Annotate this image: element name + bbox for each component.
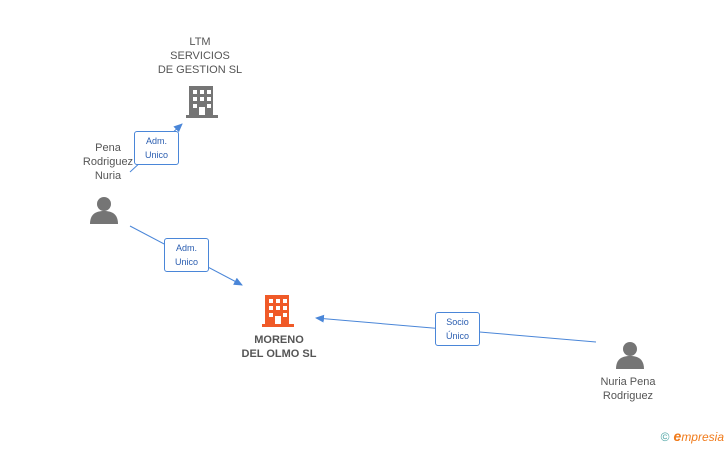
edge-label-pena-moreno[interactable]: Adm. Unico (164, 238, 209, 272)
moreno-company-label: MORENO DEL OLMO SL (241, 334, 317, 360)
building-icon[interactable] (262, 294, 294, 333)
ltm-company-label: LTM SERVICIOS DE GESTION SL (157, 36, 243, 76)
person-icon[interactable] (89, 196, 119, 229)
copyright-symbol: © (660, 430, 670, 444)
empresia-logo: ©empresia (661, 428, 724, 444)
pena-person-label: Pena Rodriguez Nuria (82, 142, 134, 182)
edge-label-pena-ltm[interactable]: Adm. Unico (134, 131, 179, 165)
edge-label-nuria-moreno[interactable]: Socio Único (435, 312, 480, 346)
nuria-person-label: Nuria Pena Rodriguez (600, 376, 656, 402)
brand-initial: e (673, 428, 682, 444)
person-icon[interactable] (615, 341, 645, 374)
building-icon[interactable] (186, 85, 218, 124)
brand-name: mpresia (681, 430, 724, 444)
